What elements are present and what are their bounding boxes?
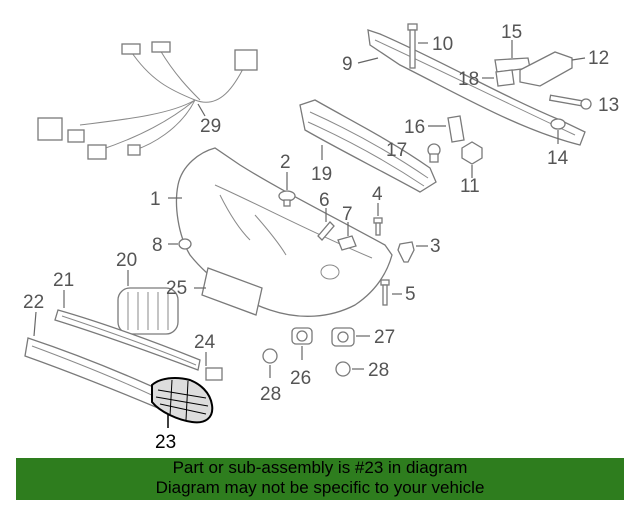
part-21-upper-grille [54, 309, 201, 371]
callout-28-left: 28 [260, 384, 281, 405]
part-26-sensor [291, 327, 313, 345]
callout-21: 21 [53, 270, 74, 291]
callout-14: 14 [547, 148, 569, 169]
callout-16: 16 [404, 117, 425, 138]
leader-9 [357, 57, 379, 64]
part-4-screw [373, 217, 383, 236]
part-11-nut [461, 141, 483, 165]
callout-4: 4 [372, 184, 383, 205]
callout-19: 19 [311, 164, 332, 185]
part-7-cover [337, 235, 357, 251]
banner-line-2: Diagram may not be specific to your vehi… [155, 478, 485, 497]
callout-11: 11 [460, 176, 480, 197]
info-banner: Part or sub-assembly is #23 in diagram D… [16, 458, 624, 500]
callout-15: 15 [501, 22, 522, 43]
part-27-sensor-holder [331, 327, 355, 347]
part-5-bolt [380, 279, 390, 306]
part-2-clip [278, 190, 296, 207]
leader-22 [33, 311, 37, 337]
part-18-clip [495, 69, 515, 87]
part-29-wiring-harness [37, 41, 258, 160]
callout-12: 12 [588, 48, 609, 69]
part-17-rivet [427, 143, 441, 163]
part-25-license-bracket [201, 267, 263, 316]
part-12-bracket [519, 51, 573, 87]
banner-line-1: Part or sub-assembly is #23 in diagram [172, 458, 468, 477]
part-3-clip [397, 241, 415, 263]
callout-7: 7 [342, 204, 353, 225]
callout-23: 23 [155, 432, 176, 453]
callout-29: 29 [200, 116, 221, 137]
leader-12 [571, 57, 586, 61]
callout-26: 26 [290, 368, 311, 389]
part-24-clip [205, 367, 223, 381]
callout-13: 13 [598, 95, 619, 116]
parts-diagram-svg: 1 2 3 4 5 6 7 8 9 10 11 12 13 14 15 16 1… [23, 22, 619, 453]
callout-27: 27 [374, 327, 395, 348]
part-6-bracket [317, 221, 335, 241]
callout-5: 5 [405, 284, 416, 305]
callout-3: 3 [430, 236, 441, 257]
part-19-energy-absorber [299, 99, 437, 193]
part-10-bolt [407, 23, 418, 69]
part-28-ring-left [262, 348, 278, 364]
callout-24: 24 [194, 332, 216, 353]
callout-18: 18 [458, 69, 479, 90]
part-1-bumper-cover [175, 147, 393, 317]
callout-6: 6 [319, 190, 330, 211]
callout-22: 22 [23, 292, 44, 313]
callout-1: 1 [150, 189, 161, 210]
part-14-nut [550, 118, 566, 130]
part-20-kidney-grille [117, 287, 179, 335]
callout-10: 10 [432, 34, 453, 55]
callout-9: 9 [342, 54, 353, 75]
callout-2: 2 [280, 152, 291, 173]
part-23-trim-grille [151, 376, 214, 424]
callout-28-right: 28 [368, 360, 389, 381]
leader-29 [197, 103, 206, 117]
part-28-ring-right [335, 361, 351, 377]
callout-17: 17 [386, 140, 407, 161]
callout-20: 20 [116, 250, 137, 271]
part-16-bracket [447, 115, 465, 143]
part-9-reinforcement-bar [367, 29, 586, 146]
callout-25: 25 [166, 278, 187, 299]
part-13-bolt [548, 94, 592, 110]
parts-diagram: 1 2 3 4 5 6 7 8 9 10 11 12 13 14 15 16 1… [23, 22, 619, 453]
callout-8: 8 [152, 235, 163, 256]
part-8-clip [178, 238, 192, 250]
